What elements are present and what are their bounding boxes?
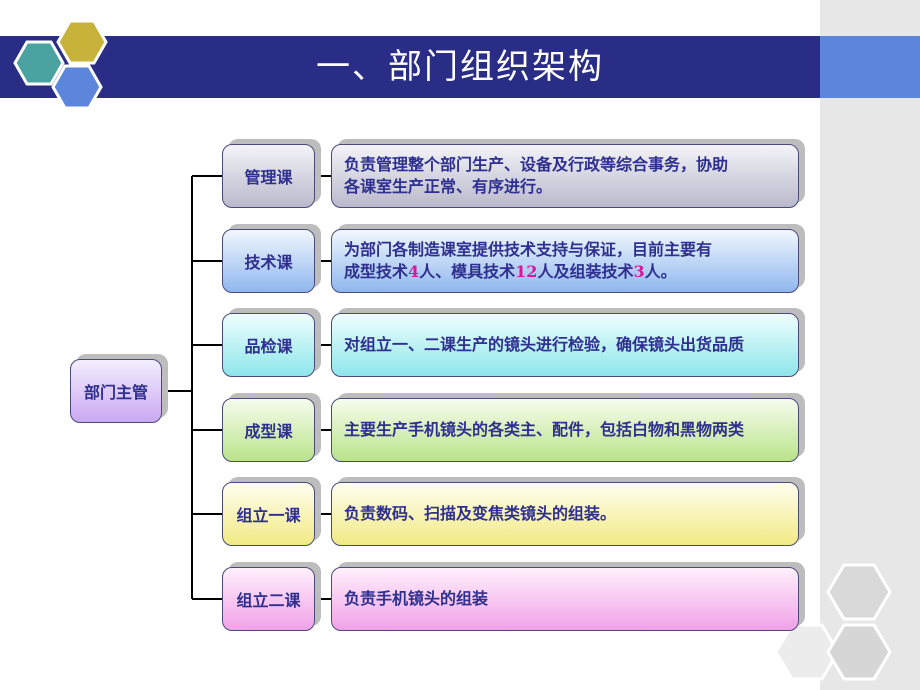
dept-desc-management: 负责管理整个部门生产、设备及行政等综合事务，协助 各课室生产正常、有序进行。 [331,144,799,208]
dept-node-management: 管理课 [222,144,315,208]
page-title: 一、部门组织架构 [316,47,604,87]
dept-node-technical: 技术课 [222,229,315,293]
root-node-department-head: 部门主管 [70,359,162,423]
dept-desc-molding: 主要生产手机镜头的各类主、配件，包括白物和黑物两类 [331,398,799,462]
desc-line: 负责管理整个部门生产、设备及行政等综合事务，协助 [344,155,729,174]
desc-text: 成型技术 [344,262,409,281]
title-bar-accent [820,36,920,98]
desc-line: 成型技术4人、模具技术12人及组装技术3人。 [344,261,712,283]
desc-text: 人及组装技术 [537,262,634,281]
dept-desc-assembly-1: 负责数码、扫描及变焦类镜头的组装。 [331,482,799,546]
dept-desc-technical: 为部门各制造课室提供技术支持与保证，目前主要有 成型技术4人、模具技术12人及组… [331,229,799,293]
headcount-number: 3 [633,262,645,281]
desc-line: 各课室生产正常、有序进行。 [344,177,553,196]
title-bar [0,36,820,98]
desc-text: 人。 [644,262,677,281]
headcount-number: 12 [515,262,538,281]
headcount-number: 4 [408,262,420,281]
dept-node-assembly-1: 组立一课 [222,482,315,546]
dept-node-quality: 品检课 [222,313,315,377]
decorative-hexagons-icon [774,563,892,681]
desc-line: 为部门各制造课室提供技术支持与保证，目前主要有 [344,240,713,259]
dept-node-molding: 成型课 [222,398,315,462]
dept-desc-assembly-2: 负责手机镜头的组装 [331,567,799,631]
dept-node-assembly-2: 组立二课 [222,567,315,631]
desc-text: 人、模具技术 [419,262,516,281]
dept-desc-quality: 对组立一、二课生产的镜头进行检验，确保镜头出货品质 [331,313,799,377]
hexagon-logo-icon [13,20,108,110]
